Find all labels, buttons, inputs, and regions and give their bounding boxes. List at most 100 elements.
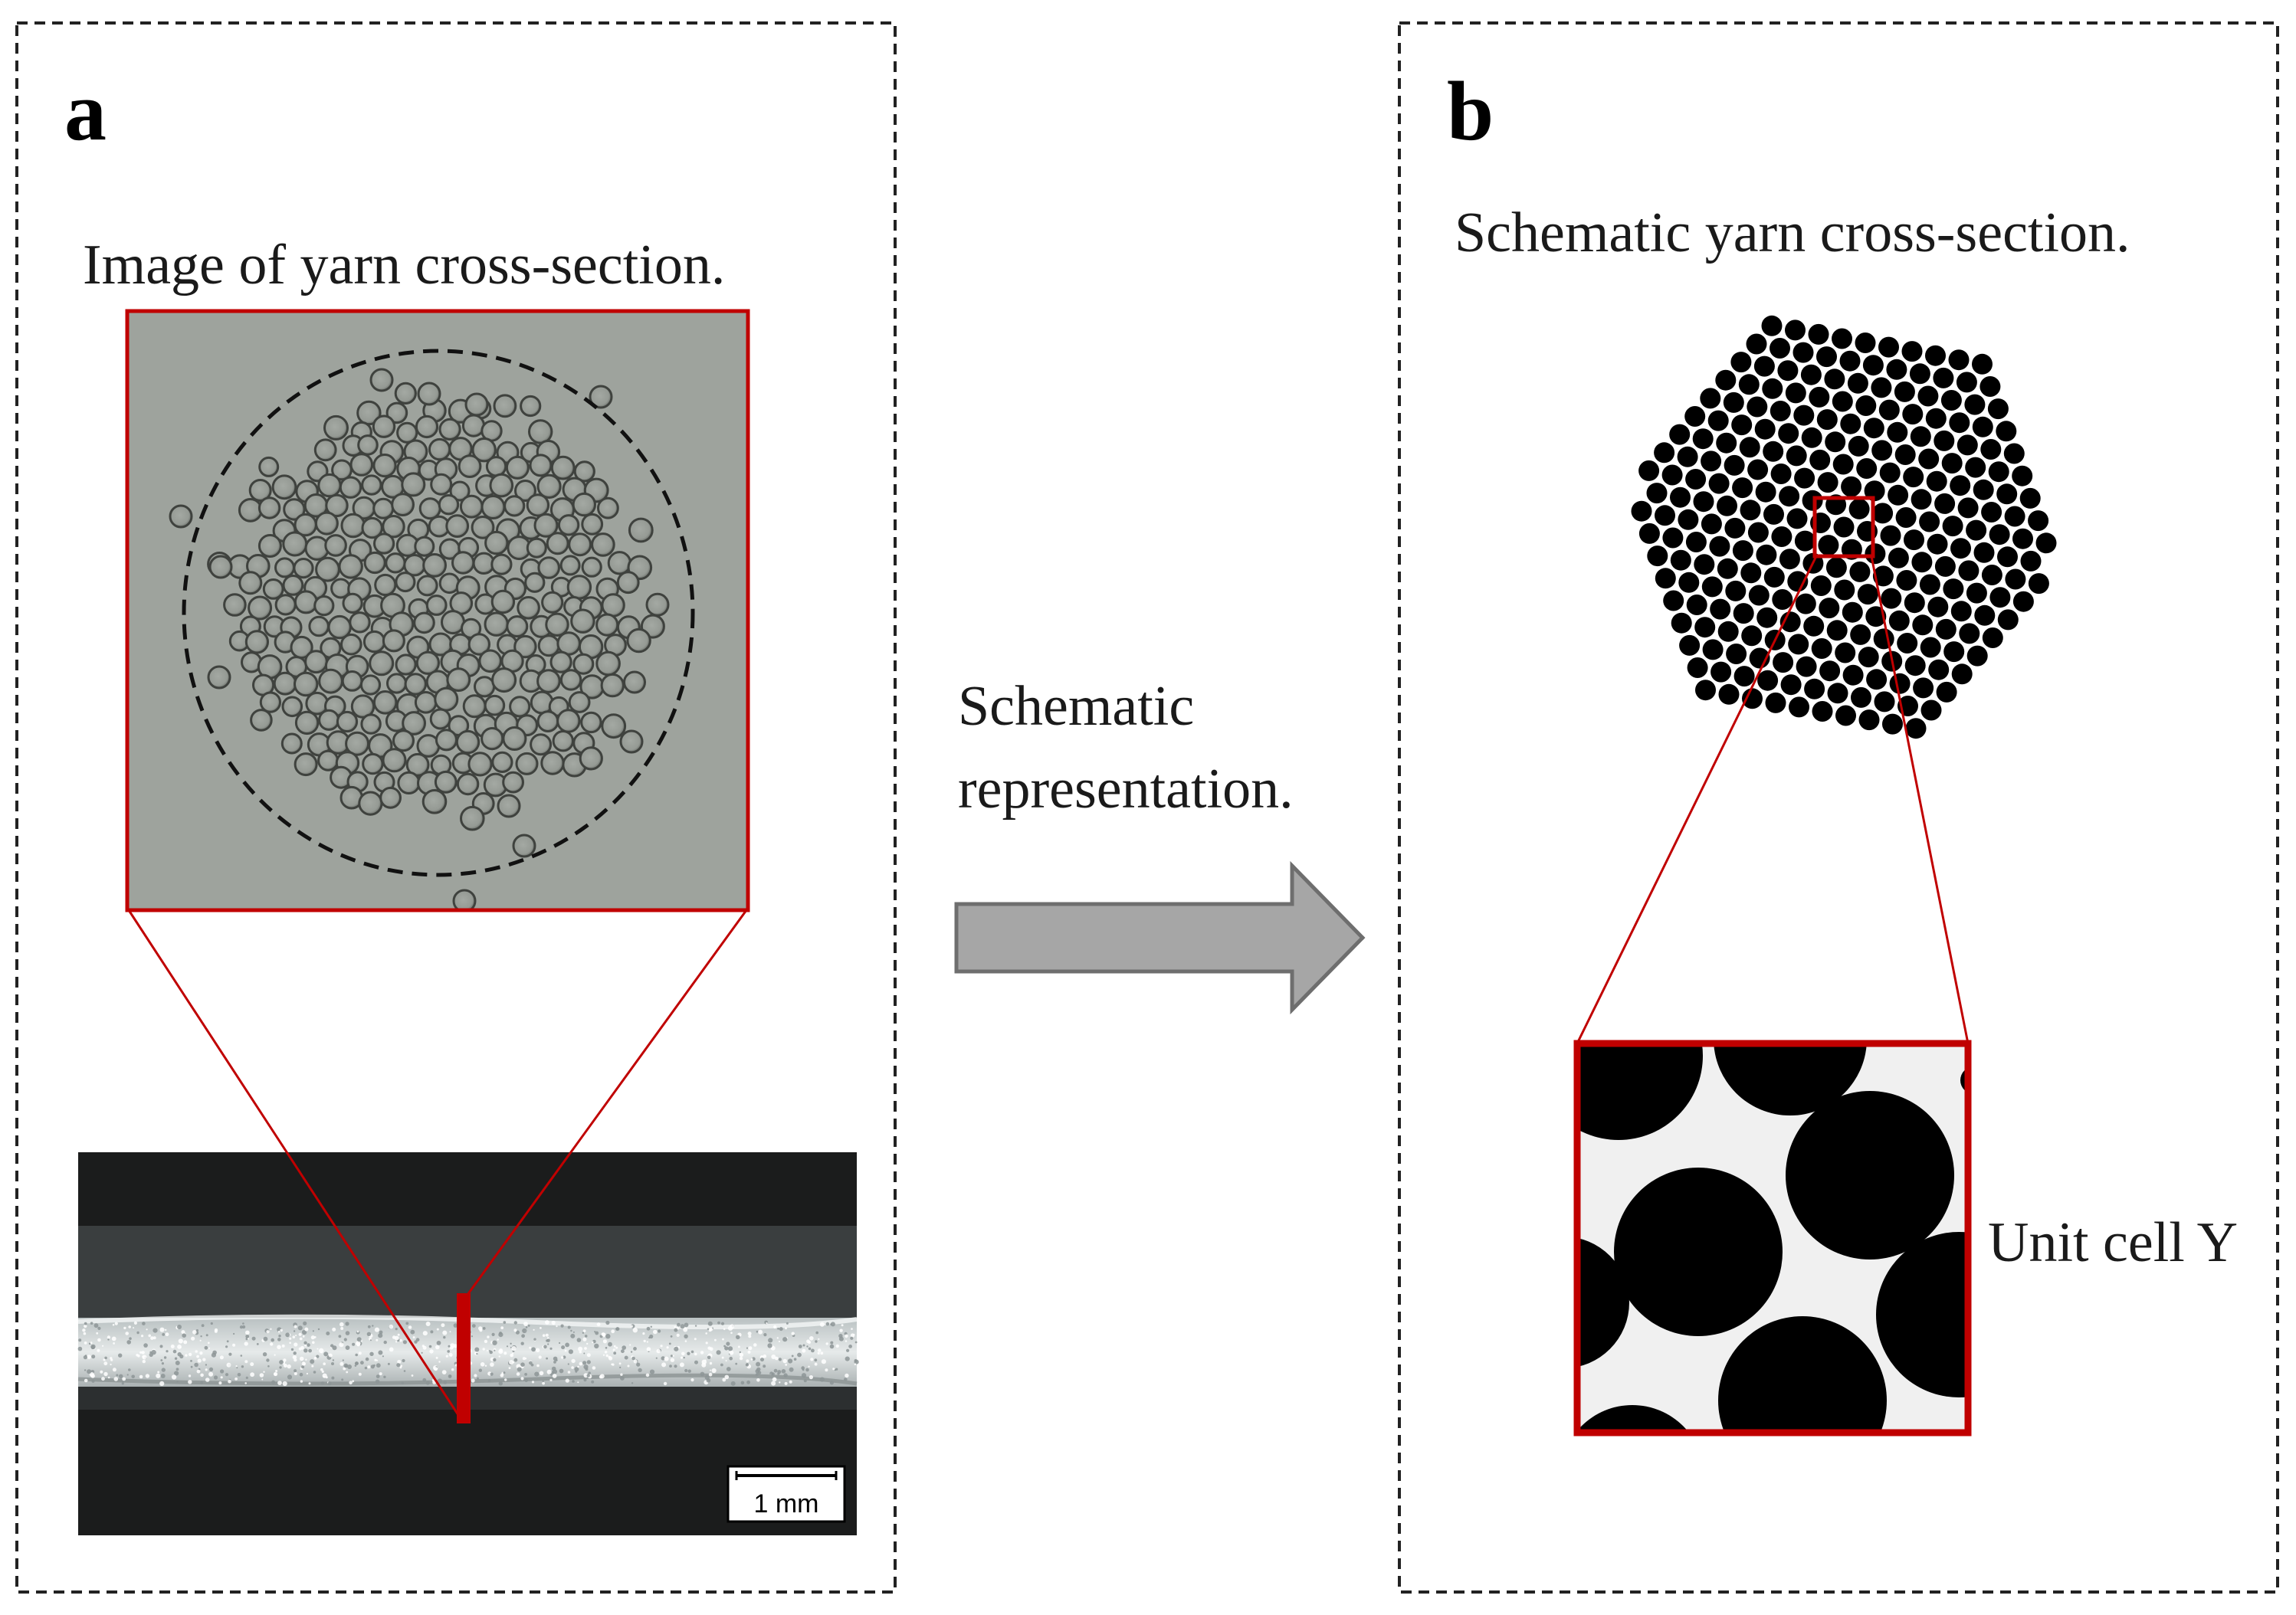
yarn-speck: [153, 1328, 158, 1333]
schematic-fiber: [1951, 663, 1973, 685]
micrograph-fiber: [533, 513, 559, 538]
micrograph-fiber: [566, 575, 592, 600]
yarn-speck: [378, 1350, 383, 1355]
yarn-speck: [565, 1342, 569, 1348]
yarn-speck: [546, 1337, 549, 1339]
schematic-fiber: [1950, 538, 1971, 559]
schematic-fiber: [1894, 444, 1916, 465]
schematic-fiber: [1896, 570, 1917, 591]
yarn-speck: [310, 1335, 315, 1340]
yarn-speck: [776, 1337, 779, 1339]
yarn-speck: [430, 1330, 434, 1334]
schematic-fiber: [1685, 469, 1707, 490]
micrograph-fiber: [503, 495, 526, 517]
yarn-speck: [835, 1368, 838, 1371]
yarn-speck: [294, 1372, 297, 1375]
schematic-fiber: [1940, 390, 1962, 411]
schematic-fiber: [1708, 473, 1730, 494]
micrograph-fiber: [349, 453, 374, 477]
yarn-speck: [709, 1369, 711, 1371]
yarn-speck: [399, 1366, 402, 1369]
micrograph-fiber: [524, 572, 546, 593]
yarn-speck: [327, 1381, 332, 1386]
yarn-speck: [405, 1322, 409, 1325]
schematic-fiber: [1903, 467, 1924, 488]
schematic-fiber: [1839, 350, 1861, 372]
yarn-speck: [778, 1340, 781, 1343]
yarn-speck: [448, 1353, 453, 1357]
yarn-speck: [633, 1359, 638, 1364]
micrograph-fiber: [281, 696, 303, 718]
yarn-speck: [571, 1358, 576, 1364]
micrograph-fiber: [429, 708, 451, 730]
schematic-fiber: [1827, 683, 1848, 704]
yarn-speck: [312, 1330, 314, 1332]
yarn-speck: [118, 1353, 123, 1358]
yarn-speck: [575, 1370, 578, 1373]
micrograph-fiber: [274, 594, 297, 616]
yarn-speck: [352, 1380, 355, 1383]
yarn-speck: [674, 1328, 678, 1332]
yarn-speck: [542, 1380, 544, 1383]
yarn-speck: [474, 1347, 480, 1352]
schematic-fiber: [1785, 382, 1806, 404]
yarn-speck: [177, 1325, 182, 1329]
yarn-speck: [779, 1327, 783, 1332]
micrograph-fiber: [595, 650, 621, 676]
yarn-speck: [602, 1339, 608, 1344]
micrograph-fiber: [502, 726, 527, 751]
micrograph-fiber: [581, 556, 602, 578]
yarn-speck: [784, 1381, 788, 1385]
schematic-fiber: [1920, 699, 1942, 721]
yarn-speck: [104, 1356, 107, 1360]
schematic-fiber: [1926, 470, 1947, 492]
yarn-speck: [729, 1350, 734, 1355]
yarn-speck: [524, 1373, 527, 1376]
yarn-speck: [538, 1355, 542, 1359]
yarn-speck: [225, 1345, 228, 1348]
yarn-speck: [345, 1331, 350, 1335]
yarn-speck: [631, 1356, 635, 1361]
schematic-fiber: [1957, 434, 1978, 456]
yarn-speck: [306, 1372, 308, 1375]
yarn-speck: [301, 1365, 305, 1369]
schematic-fiber: [1771, 526, 1793, 547]
schematic-fiber: [1973, 542, 1995, 563]
yarn-speck: [583, 1352, 585, 1355]
yarn-speck: [666, 1346, 669, 1349]
micrograph-fiber: [628, 517, 654, 543]
schematic-fiber: [1840, 413, 1861, 434]
yarn-speck: [471, 1335, 474, 1338]
yarn-speck: [829, 1344, 835, 1349]
micrograph-fiber: [374, 573, 397, 597]
yarn-speck: [194, 1362, 198, 1368]
schematic-fiber: [1965, 457, 1986, 478]
yarn-speck: [443, 1335, 446, 1339]
yarn-speck: [436, 1341, 441, 1345]
schematic-fiber: [1904, 592, 1925, 614]
micrograph-fiber: [257, 534, 282, 558]
yarn-speck: [266, 1358, 270, 1362]
micrograph-fiber: [401, 472, 426, 497]
schematic-fiber: [1982, 627, 2003, 648]
yarn-speck: [171, 1374, 177, 1380]
schematic-fiber: [1816, 346, 1837, 368]
yarn-speck: [832, 1368, 835, 1371]
micrograph-fiber: [385, 673, 408, 694]
yarn-speck: [515, 1330, 520, 1335]
schematic-fiber: [1894, 381, 1915, 402]
yarn-speck: [352, 1342, 356, 1346]
schematic-fiber: [1695, 680, 1716, 701]
yarn-speck: [320, 1368, 323, 1371]
schematic-fiber: [1756, 544, 1777, 565]
yarn-speck: [159, 1381, 165, 1386]
micrograph-fiber: [324, 534, 347, 557]
yarn-speck: [113, 1377, 119, 1381]
yarn-speck: [775, 1356, 779, 1361]
micrograph-fiber: [317, 473, 342, 498]
yarn-speck: [520, 1377, 524, 1381]
yarn-speck: [375, 1379, 380, 1384]
schematic-fiber: [1711, 661, 1732, 683]
schematic-fiber: [1897, 633, 1918, 654]
schematic-fiber: [1981, 565, 2002, 585]
